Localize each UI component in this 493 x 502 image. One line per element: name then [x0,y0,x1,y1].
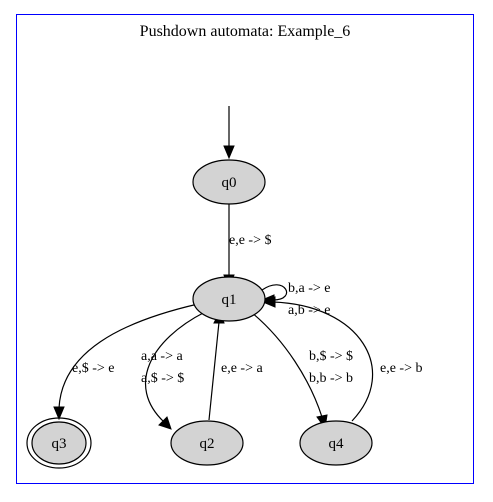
edge-q1-q3: e,$ -> e [53,303,199,421]
state-q0[interactable]: q0 [192,159,266,205]
start-arrow [223,106,235,160]
edge-label-q1-q4-a: b,$ -> $ [309,349,353,364]
state-q4[interactable]: q4 [299,420,373,466]
state-label-q3: q3 [52,436,67,452]
edge-label-q1-q3: e,$ -> e [72,361,115,376]
edge-label-q1-q1-b: a,b -> e [288,303,331,318]
state-q3[interactable]: q3 [26,417,92,469]
edge-label-q0-q1: e,e -> $ [229,233,272,248]
state-label-q4: q4 [329,436,345,452]
edge-label-q4-q1: e,e -> b [380,361,423,376]
edge-q1-q4: b,$ -> $ b,b -> b [250,311,353,430]
edge-label-q1-q2-a: a,a -> a [141,349,183,364]
edge-q2-q1: e,e -> a [208,309,263,421]
edge-q4-q1: e,e -> b [261,296,423,422]
state-q1[interactable]: q1 [192,276,266,322]
diagram-frame [16,14,474,484]
edge-label-q2-q1: e,e -> a [221,361,263,376]
state-label-q1: q1 [222,292,237,308]
edge-q1-q1: b,a -> e a,b -> e [260,281,331,318]
state-q2[interactable]: q2 [170,420,244,466]
edge-label-q1-q2-b: a,$ -> $ [141,371,184,386]
edge-q1-q2: a,a -> a a,$ -> $ [141,311,206,430]
diagram-title: Pushdown automata: Example_6 [139,23,351,40]
edge-label-q1-q4-b: b,b -> b [309,371,353,386]
edge-q0-q1: e,e -> $ [223,204,272,289]
state-label-q2: q2 [200,436,215,452]
state-label-q0: q0 [222,175,237,191]
edge-label-q1-q1-a: b,a -> e [288,281,331,296]
